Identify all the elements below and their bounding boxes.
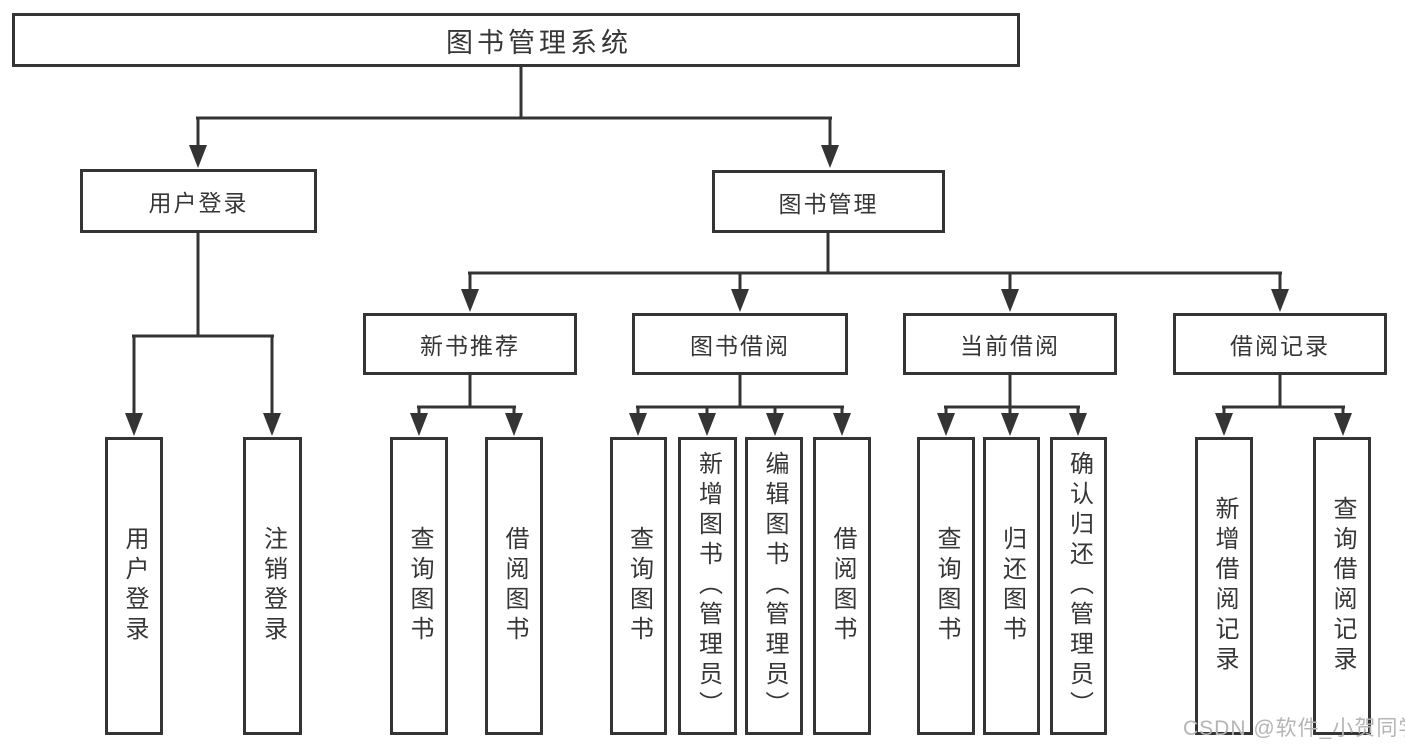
node-current-borrow-label: 当前借阅 (960, 333, 1060, 359)
node-leaf-bb-edit: 编辑图书（管理员） (745, 437, 803, 735)
node-root-label: 图书管理系统 (446, 27, 632, 58)
node-leaf-logout: 注销登录 (243, 437, 302, 735)
node-user-login-label: 用户登录 (148, 190, 249, 216)
csdn-watermark: CSDN @软件_小贺同学 (1183, 717, 1405, 740)
node-borrow-record-label: 借阅记录 (1230, 333, 1330, 359)
connector-user-login-to-leaves (125, 232, 281, 436)
node-current-borrow: 当前借阅 (903, 313, 1117, 375)
node-leaf-br-query-label: 查询借阅记录 (1329, 496, 1356, 676)
node-book-borrow-label: 图书借阅 (690, 333, 790, 359)
node-leaf-cb-query: 查询图书 (917, 437, 975, 735)
node-leaf-bb-edit-label: 编辑图书（管理员） (761, 451, 788, 721)
node-leaf-cb-query-label: 查询图书 (933, 526, 960, 646)
connector-new-book-rec-to-leaves (410, 374, 523, 436)
connector-current-borrow-to-leaves (937, 374, 1087, 436)
node-borrow-record: 借阅记录 (1173, 313, 1387, 375)
connector-borrow-record-to-leaves (1215, 374, 1352, 436)
node-root: 图书管理系统 (12, 13, 1020, 67)
node-leaf-user-login: 用户登录 (105, 437, 163, 735)
node-leaf-bb-borrow: 借阅图书 (813, 437, 871, 735)
connector-root-to-level2 (189, 66, 839, 168)
node-leaf-nbr-borrow-label: 借阅图书 (501, 526, 528, 646)
node-leaf-cb-return: 归还图书 (983, 437, 1040, 735)
node-book-mgmt-label: 图书管理 (778, 190, 879, 217)
node-leaf-user-login-label: 用户登录 (121, 526, 148, 646)
node-leaf-bb-borrow-label: 借阅图书 (829, 526, 856, 646)
node-leaf-logout-label: 注销登录 (259, 526, 287, 646)
node-leaf-bb-query: 查询图书 (610, 437, 667, 735)
node-leaf-cb-confirm-label: 确认归还（管理员） (1065, 451, 1093, 721)
node-new-book-rec-label: 新书推荐 (420, 333, 520, 359)
node-leaf-nbr-borrow: 借阅图书 (485, 437, 543, 735)
node-leaf-bb-query-label: 查询图书 (625, 526, 653, 646)
node-leaf-bb-add: 新增图书（管理员） (678, 437, 737, 735)
node-leaf-nbr-query: 查询图书 (390, 437, 448, 735)
connector-book-mgmt-to-level3 (461, 232, 1289, 312)
node-leaf-bb-add-label: 新增图书（管理员） (694, 451, 722, 721)
node-book-mgmt: 图书管理 (712, 170, 945, 233)
node-leaf-cb-confirm: 确认归还（管理员） (1050, 437, 1107, 735)
node-leaf-cb-return-label: 归还图书 (998, 526, 1026, 646)
node-leaf-br-add: 新增借阅记录 (1195, 437, 1253, 735)
node-user-login: 用户登录 (80, 169, 317, 233)
node-new-book-rec: 新书推荐 (363, 313, 577, 375)
node-book-borrow: 图书借阅 (632, 313, 848, 375)
node-leaf-br-add-label: 新增借阅记录 (1211, 496, 1238, 676)
connector-book-borrow-to-leaves (629, 374, 851, 436)
node-leaf-nbr-query-label: 查询图书 (406, 526, 433, 646)
node-leaf-br-query: 查询借阅记录 (1313, 437, 1371, 735)
